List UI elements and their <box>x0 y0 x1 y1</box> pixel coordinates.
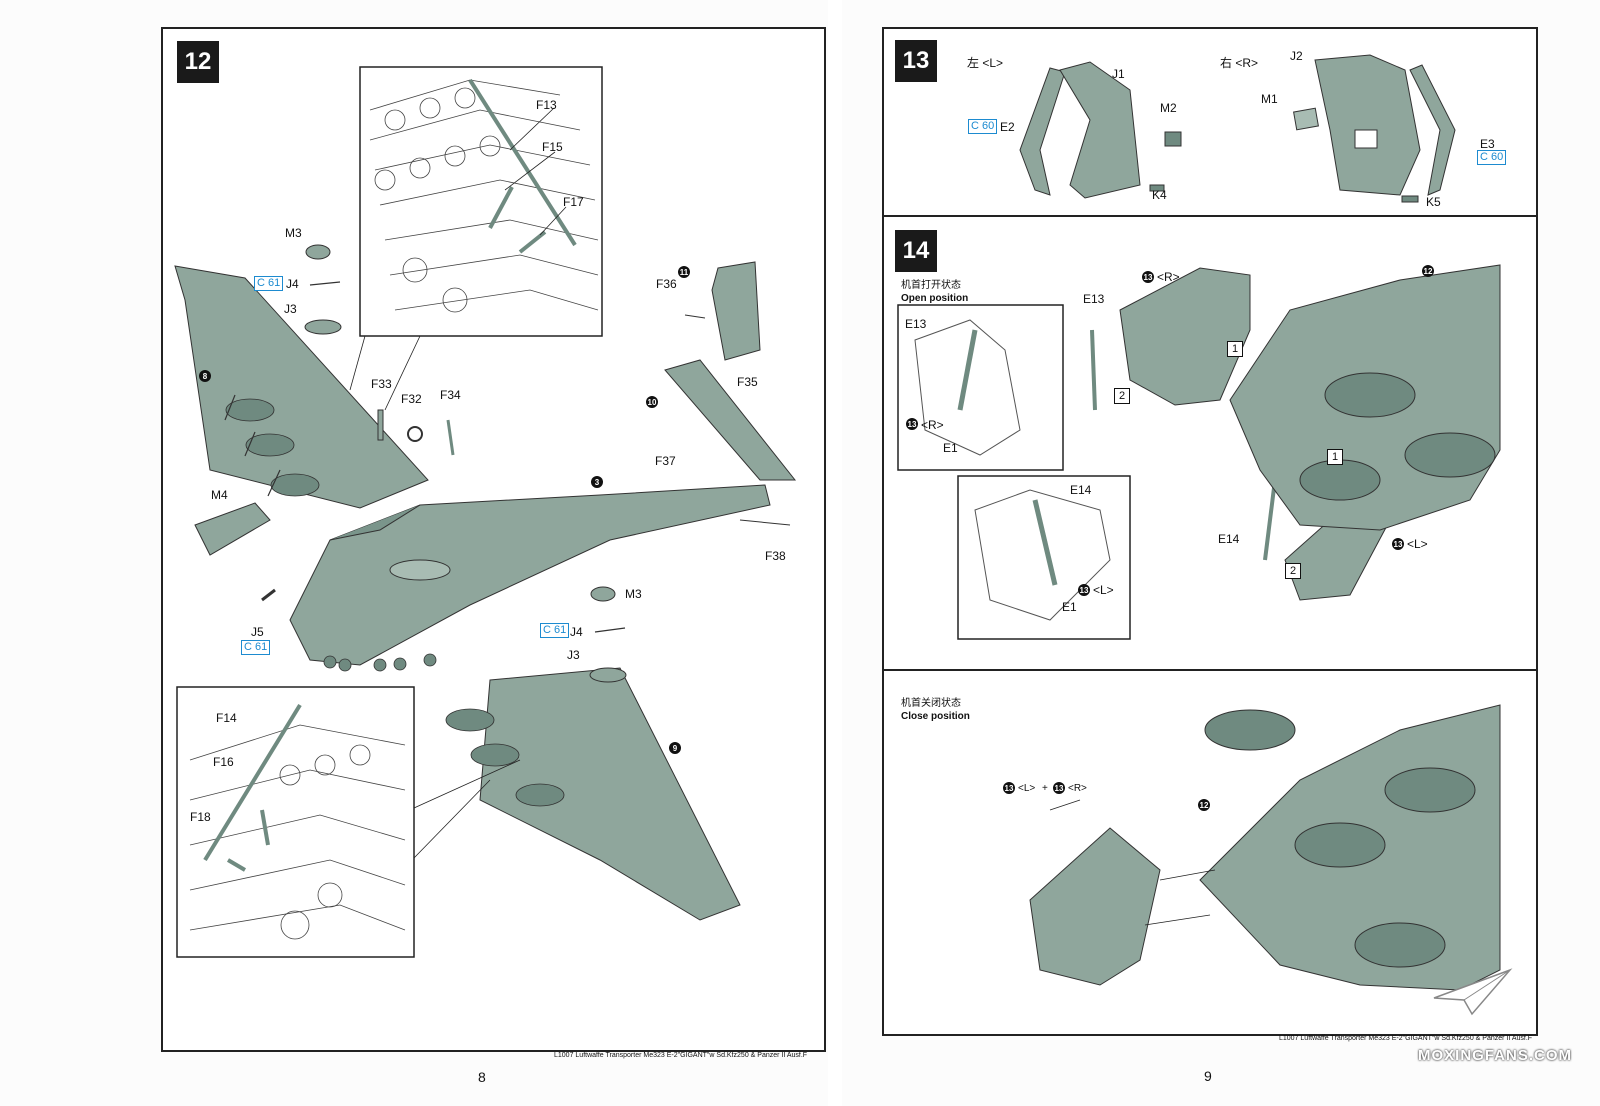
ref-12-close: 12 <box>1198 799 1210 811</box>
step13-left-caption: 左 <L> <box>967 56 1004 70</box>
left-page-number: 8 <box>478 1069 486 1085</box>
label-m3-bottom: M3 <box>625 587 642 601</box>
open-inset-top <box>897 304 1064 471</box>
c61-badge-bottom: C 61 <box>540 623 570 638</box>
label-j2: J2 <box>1290 49 1303 63</box>
step-marker-2-top: 2 <box>1114 388 1130 404</box>
subassembly-9-ref: 9 <box>669 742 681 754</box>
label-j3-top: J3 <box>284 302 297 316</box>
subassembly-3-ref: 3 <box>591 476 603 488</box>
ref-13-r-inset: 13 <box>906 418 918 430</box>
step-13-number: 13 <box>895 40 937 82</box>
top-wing <box>174 265 429 509</box>
ref-13-l-main: 13 <box>1392 538 1404 550</box>
combo-ref-13-r: 13 <box>1053 782 1065 794</box>
label-e3: E3 <box>1480 137 1495 151</box>
divider-13-14 <box>882 215 1536 217</box>
label-e14-inset: E14 <box>1070 483 1092 497</box>
subassembly-11-ref: 11 <box>678 266 690 278</box>
label-e14-main: E14 <box>1218 532 1240 546</box>
label-f17: F17 <box>563 195 584 209</box>
label-e1-inset: E1 <box>943 441 958 455</box>
label-f15: F15 <box>542 140 563 154</box>
c61-badge-top: C 61 <box>254 276 284 291</box>
combo-ref-13-l: 13 <box>1003 782 1015 794</box>
subassembly-8-ref: 8 <box>199 370 211 382</box>
step13-right-caption: 右 <R> <box>1220 56 1259 70</box>
inset-f14-f18 <box>176 686 415 958</box>
label-e13-inset: E13 <box>905 317 927 331</box>
label-j4-top: J4 <box>286 277 299 291</box>
label-k5: K5 <box>1426 195 1441 209</box>
close-position-en: Close position <box>901 711 970 722</box>
c60-badge-right: C 60 <box>1477 150 1507 165</box>
left-footer: L1007 Luftwaffe Transporter Me323 E-2"GI… <box>554 1052 808 1059</box>
ref-r-top: <R> <box>1157 270 1180 284</box>
label-k4: K4 <box>1152 188 1167 202</box>
ref-12-open: 12 <box>1422 265 1434 277</box>
label-m1: M1 <box>1261 92 1278 106</box>
close-position-cn: 机首关闭状态 <box>901 698 961 709</box>
label-f14: F14 <box>216 711 237 725</box>
label-m3-top: M3 <box>285 226 302 240</box>
label-j1: J1 <box>1112 67 1125 81</box>
subassembly-10-ref: 10 <box>646 396 658 408</box>
label-f34: F34 <box>440 388 461 402</box>
label-m4: M4 <box>211 488 228 502</box>
open-position-cn: 机首打开状态 <box>901 280 961 291</box>
step-marker-1-top: 1 <box>1227 341 1243 357</box>
bottom-wing <box>479 667 741 921</box>
label-e13-main: E13 <box>1083 292 1105 306</box>
label-e2: E2 <box>1000 120 1015 134</box>
step-12-illustration <box>174 66 797 958</box>
c60-badge-left: C 60 <box>968 119 998 134</box>
divider-open-close <box>882 669 1536 671</box>
label-f18: F18 <box>190 810 211 824</box>
combo-r: <R> <box>1068 783 1087 794</box>
c61-badge-j5: C 61 <box>241 640 271 655</box>
combo-l: <L> <box>1018 783 1036 794</box>
label-f33: F33 <box>371 377 392 391</box>
ref-r-inset: <R> <box>921 418 944 432</box>
watermark-text: MOXINGFANS.COM <box>1418 1047 1573 1064</box>
ref-l-main: <L> <box>1407 537 1428 551</box>
label-j5: J5 <box>251 625 264 639</box>
right-page-number: 9 <box>1204 1068 1212 1084</box>
label-f38: F38 <box>765 549 786 563</box>
open-position-en: Open position <box>901 293 969 304</box>
ref-13-r-top: 13 <box>1142 271 1154 283</box>
label-f13: F13 <box>536 98 557 112</box>
label-j3-bottom: J3 <box>567 648 580 662</box>
label-f36: F36 <box>656 277 677 291</box>
ref-13-l-inset: 13 <box>1078 584 1090 596</box>
label-m2: M2 <box>1160 101 1177 115</box>
label-f37: F37 <box>655 454 676 468</box>
label-j4-bottom: J4 <box>570 625 583 639</box>
label-f16: F16 <box>213 755 234 769</box>
label-e1-inset-bottom: E1 <box>1062 600 1077 614</box>
label-f32: F32 <box>401 392 422 406</box>
combo-plus: + <box>1042 783 1048 794</box>
paper-plane-icon <box>1433 968 1513 1016</box>
open-inset-bottom <box>957 475 1131 640</box>
step-marker-2-bottom: 2 <box>1285 563 1301 579</box>
ref-l-inset: <L> <box>1093 583 1114 597</box>
step-14-number: 14 <box>895 230 937 272</box>
step-marker-1-bottom: 1 <box>1327 449 1343 465</box>
right-footer: L1007 Luftwaffe Transporter Me323 E-2"GI… <box>1279 1035 1533 1042</box>
step-12-number: 12 <box>177 41 219 83</box>
label-f35: F35 <box>737 375 758 389</box>
